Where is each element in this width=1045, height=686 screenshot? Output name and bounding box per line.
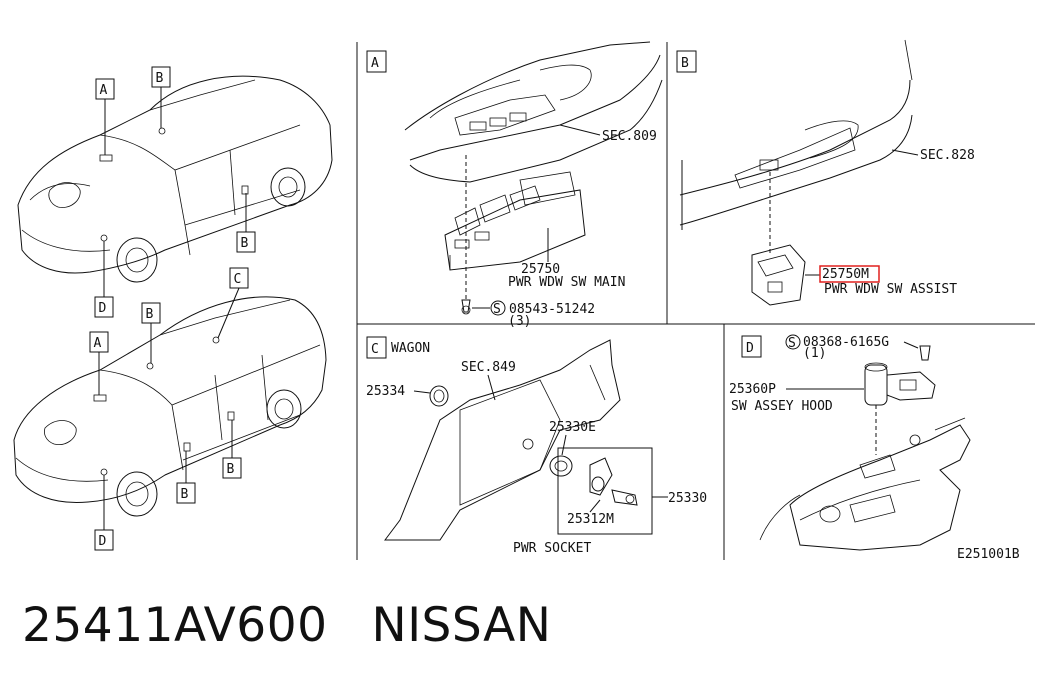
panel-c: C WAGON SEC.849 25334 25330E 25330 — [366, 336, 707, 556]
svg-text:C: C — [371, 342, 379, 357]
wagon-callout-b-top: B — [141, 302, 161, 363]
svg-text:B: B — [241, 236, 249, 251]
side-trim-c — [384, 339, 621, 541]
wagon-illustration — [13, 296, 327, 517]
svg-text:25360P: 25360P — [729, 382, 776, 397]
sedan-illustration — [17, 75, 333, 283]
svg-text:SEC.849: SEC.849 — [461, 360, 516, 375]
grommet-25334 — [429, 385, 449, 407]
pwr-wdw-sw-main — [444, 171, 586, 271]
screw-a — [461, 299, 471, 315]
wagon-callout-a: A — [89, 331, 109, 395]
part-number: 25411AV600 — [22, 598, 328, 653]
svg-text:25312M: 25312M — [567, 512, 614, 527]
svg-text:B: B — [156, 71, 164, 86]
svg-text:(1): (1) — [803, 346, 826, 361]
svg-text:WAGON: WAGON — [391, 341, 430, 356]
svg-text:08543-51242: 08543-51242 — [509, 302, 595, 317]
part-highlight-box — [819, 265, 880, 283]
svg-text:A: A — [100, 83, 108, 98]
svg-text:25750: 25750 — [521, 262, 560, 277]
door-trim-a — [404, 41, 663, 183]
footer-caption: 25411AV600 NISSAN — [22, 598, 595, 653]
pwr-wdw-sw-assist — [751, 244, 806, 306]
svg-text:SEC.809: SEC.809 — [602, 129, 657, 144]
svg-text:E251001B: E251001B — [957, 547, 1020, 562]
wagon-callout-c: C — [217, 267, 249, 339]
svg-text:PWR SOCKET: PWR SOCKET — [513, 541, 591, 556]
panel-b: B SEC.828 25750M PWR WDW SW ASSIST — [676, 39, 975, 306]
svg-text:D: D — [99, 534, 107, 549]
panel-dividers — [356, 42, 1035, 560]
svg-text:(3): (3) — [508, 314, 531, 329]
sedan-callout-d: D — [94, 241, 114, 318]
svg-text:D: D — [99, 301, 107, 316]
svg-text:25750M: 25750M — [822, 267, 869, 282]
panel-a: A SEC.809 25750 PWR WDW SW MAIN — [366, 41, 663, 329]
wagon-callout-b-left: B — [176, 451, 196, 504]
svg-text:S: S — [493, 302, 501, 317]
svg-text:SW ASSEY HOOD: SW ASSEY HOOD — [731, 399, 833, 414]
sedan-callout-b-side: B — [236, 193, 256, 253]
svg-text:B: B — [227, 462, 235, 477]
wagon-callout-b-right: B — [222, 420, 242, 479]
svg-text:PWR WDW SW MAIN: PWR WDW SW MAIN — [508, 275, 625, 290]
svg-text:25334: 25334 — [366, 384, 405, 399]
svg-text:25330E: 25330E — [549, 420, 596, 435]
door-trim-b — [679, 39, 913, 230]
svg-text:08368-6165G: 08368-6165G — [803, 335, 889, 350]
sedan-callout-b-top: B — [151, 66, 171, 128]
svg-text:A: A — [94, 336, 102, 351]
power-socket-25330 — [589, 457, 638, 506]
svg-text:PWR WDW SW ASSIST: PWR WDW SW ASSIST — [824, 282, 957, 297]
svg-text:D: D — [746, 341, 754, 356]
svg-text:A: A — [371, 56, 379, 71]
brand-name: NISSAN — [371, 598, 552, 653]
hood-lock-support — [759, 417, 971, 551]
sedan-callout-a: A — [95, 78, 115, 155]
socket-cover-25330e — [549, 455, 573, 477]
wagon-callout-d: D — [94, 475, 114, 551]
svg-text:25330: 25330 — [668, 491, 707, 506]
screw-d — [919, 345, 931, 361]
svg-text:C: C — [234, 272, 242, 287]
svg-text:SEC.828: SEC.828 — [920, 148, 975, 163]
hood-switch-assembly — [864, 362, 936, 406]
panel-d: D S 08368-6165G (1) 25360P SW ASSEY HOOD — [729, 334, 1020, 562]
svg-text:S: S — [788, 336, 796, 351]
svg-text:B: B — [181, 487, 189, 502]
svg-text:B: B — [681, 56, 689, 71]
svg-text:B: B — [146, 307, 154, 322]
